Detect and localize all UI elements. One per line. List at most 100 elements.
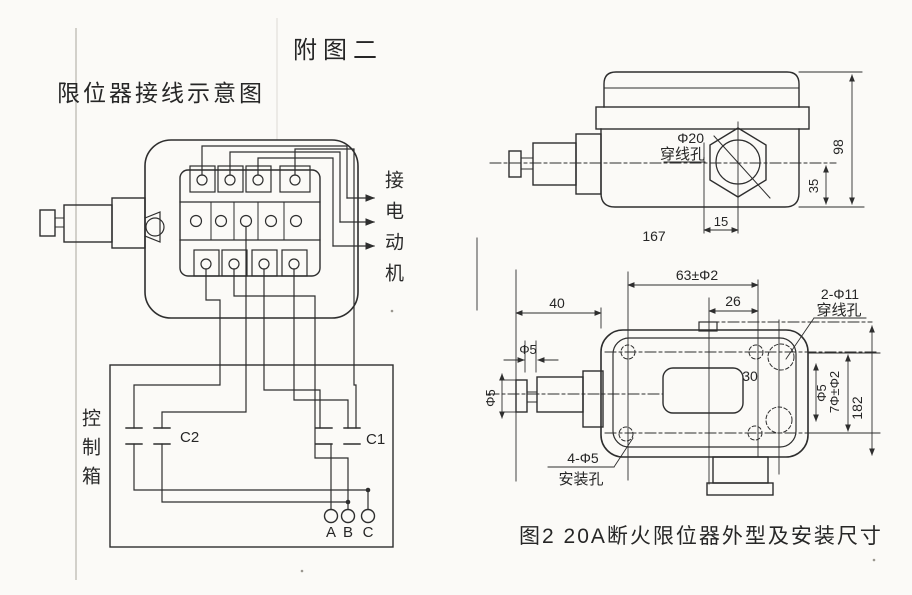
body-outer — [600, 329, 809, 458]
terminal-screw — [196, 174, 208, 186]
control-box-label: 控制箱 — [79, 408, 100, 495]
pedestal-base — [706, 482, 774, 496]
shaft-flange — [582, 370, 604, 428]
drop-wiring — [133, 226, 349, 510]
hole-dia-label: Φ20 — [677, 130, 704, 146]
dim-70-label: 7Φ±Φ2 — [827, 371, 842, 413]
shaft-knob — [508, 150, 522, 178]
shaft-stem — [520, 157, 534, 170]
terminal-screw — [258, 258, 270, 270]
terminal-screw — [228, 258, 240, 270]
limit-switch-wiring-diagram: C2 C1 A B C — [39, 139, 394, 548]
shaft-flange — [111, 197, 146, 249]
top-lug — [698, 321, 718, 332]
terminal-screw — [200, 258, 212, 270]
leader-mount-holes — [613, 437, 634, 468]
wire — [133, 268, 221, 429]
control-box-outline — [109, 364, 394, 548]
wire-hole-name-label: 穿线孔 — [816, 302, 861, 319]
dim-35-label: 35 — [806, 179, 821, 193]
dim-phi5-right-label: Φ5 — [814, 384, 829, 402]
scan-artifacts — [75, 18, 876, 580]
figure-tag: 附图二 — [293, 37, 383, 64]
outline-top-view: 63±Φ2 26 40 Φ5 Φ5 2-Φ11 穿线孔 30 Φ5 7Φ±Φ2 … — [476, 237, 881, 496]
dim-phi5-width-label: Φ5 — [519, 342, 537, 357]
shaft-stem — [54, 217, 65, 228]
outline-side-view: Φ20 穿线孔 15 167 98 35 — [489, 71, 865, 244]
shaft-body — [536, 376, 584, 413]
pedestal — [712, 456, 769, 484]
shaft-knob — [515, 379, 528, 413]
shaft-body — [532, 142, 577, 186]
mount-hole — [618, 426, 634, 442]
terminal-b-circle — [340, 508, 356, 524]
dim-30-label: 30 — [742, 368, 758, 384]
wire — [294, 148, 357, 429]
motor-connection-label: 接电动机 — [382, 170, 403, 294]
terminal-screw — [288, 258, 300, 270]
wiring-diagram-title: 限位器接线示意图 — [57, 80, 265, 106]
terminal-screw — [289, 174, 301, 186]
junction-dot — [365, 487, 371, 493]
wire-hole-count-label: 2-Φ11 — [821, 286, 859, 302]
terminal-a-circle — [323, 508, 339, 524]
terminal-c-circle — [360, 508, 376, 524]
cover-window — [662, 367, 744, 414]
terminal-a-label: A — [326, 524, 336, 541]
holes — [618, 343, 795, 442]
wire — [133, 443, 369, 510]
dim-182-label: 182 — [849, 396, 865, 420]
wire — [233, 268, 349, 510]
dim-15-label: 15 — [714, 214, 728, 229]
lower-body — [600, 128, 800, 208]
dim-98-label: 98 — [830, 139, 846, 155]
lid — [603, 71, 800, 108]
dim-63-label: 63±Φ2 — [676, 267, 718, 283]
shaft-knob — [39, 209, 56, 237]
contactor-c2 — [125, 427, 171, 445]
mount-hole — [620, 344, 636, 360]
junction-dot — [345, 499, 351, 505]
terminal-screw — [264, 214, 278, 228]
hole-name-label: 穿线孔 — [660, 146, 705, 163]
terminal-screw — [252, 174, 264, 186]
coupling — [144, 211, 161, 243]
middle-strip-lines — [179, 201, 321, 241]
contactor-c1-label: C1 — [366, 431, 385, 448]
shaft-flange — [575, 133, 602, 195]
shaft-stem — [526, 391, 538, 403]
top-view-body — [515, 321, 809, 496]
terminal-block-outline — [179, 169, 321, 277]
mount-hole-name-label: 安装孔 — [558, 471, 603, 488]
wire-hole — [767, 343, 795, 371]
speck — [300, 569, 304, 573]
wire — [263, 268, 321, 429]
wire — [229, 151, 341, 223]
terminal-block — [179, 165, 321, 277]
figure-caption: 图2 20A断火限位器外型及安装尺寸 — [519, 525, 883, 548]
terminal-b-label: B — [343, 524, 353, 541]
middle-strip-dividers — [210, 201, 285, 241]
side-view-body — [508, 71, 810, 208]
speck — [872, 558, 876, 562]
coupling-pin — [145, 217, 165, 237]
wire — [161, 443, 349, 503]
terminal-screw — [214, 214, 228, 228]
shaft-assembly — [39, 197, 165, 249]
contactor-c2-label: C2 — [180, 429, 199, 446]
dim-167-label: 167 — [642, 228, 666, 244]
terminal-c-label: C — [363, 524, 374, 541]
gland-cross-line — [713, 135, 771, 199]
dim-26-label: 26 — [725, 293, 741, 309]
wire-hole — [765, 406, 793, 434]
terminal-screw — [224, 174, 236, 186]
wire — [201, 145, 348, 199]
wire — [293, 268, 349, 429]
wire — [161, 226, 247, 429]
limit-switch-case — [144, 139, 359, 319]
dim-phi5-shaft-label: Φ5 — [483, 389, 498, 407]
terminal-screw — [239, 214, 253, 228]
shaft-body — [63, 204, 113, 243]
case-wiring — [201, 145, 375, 429]
